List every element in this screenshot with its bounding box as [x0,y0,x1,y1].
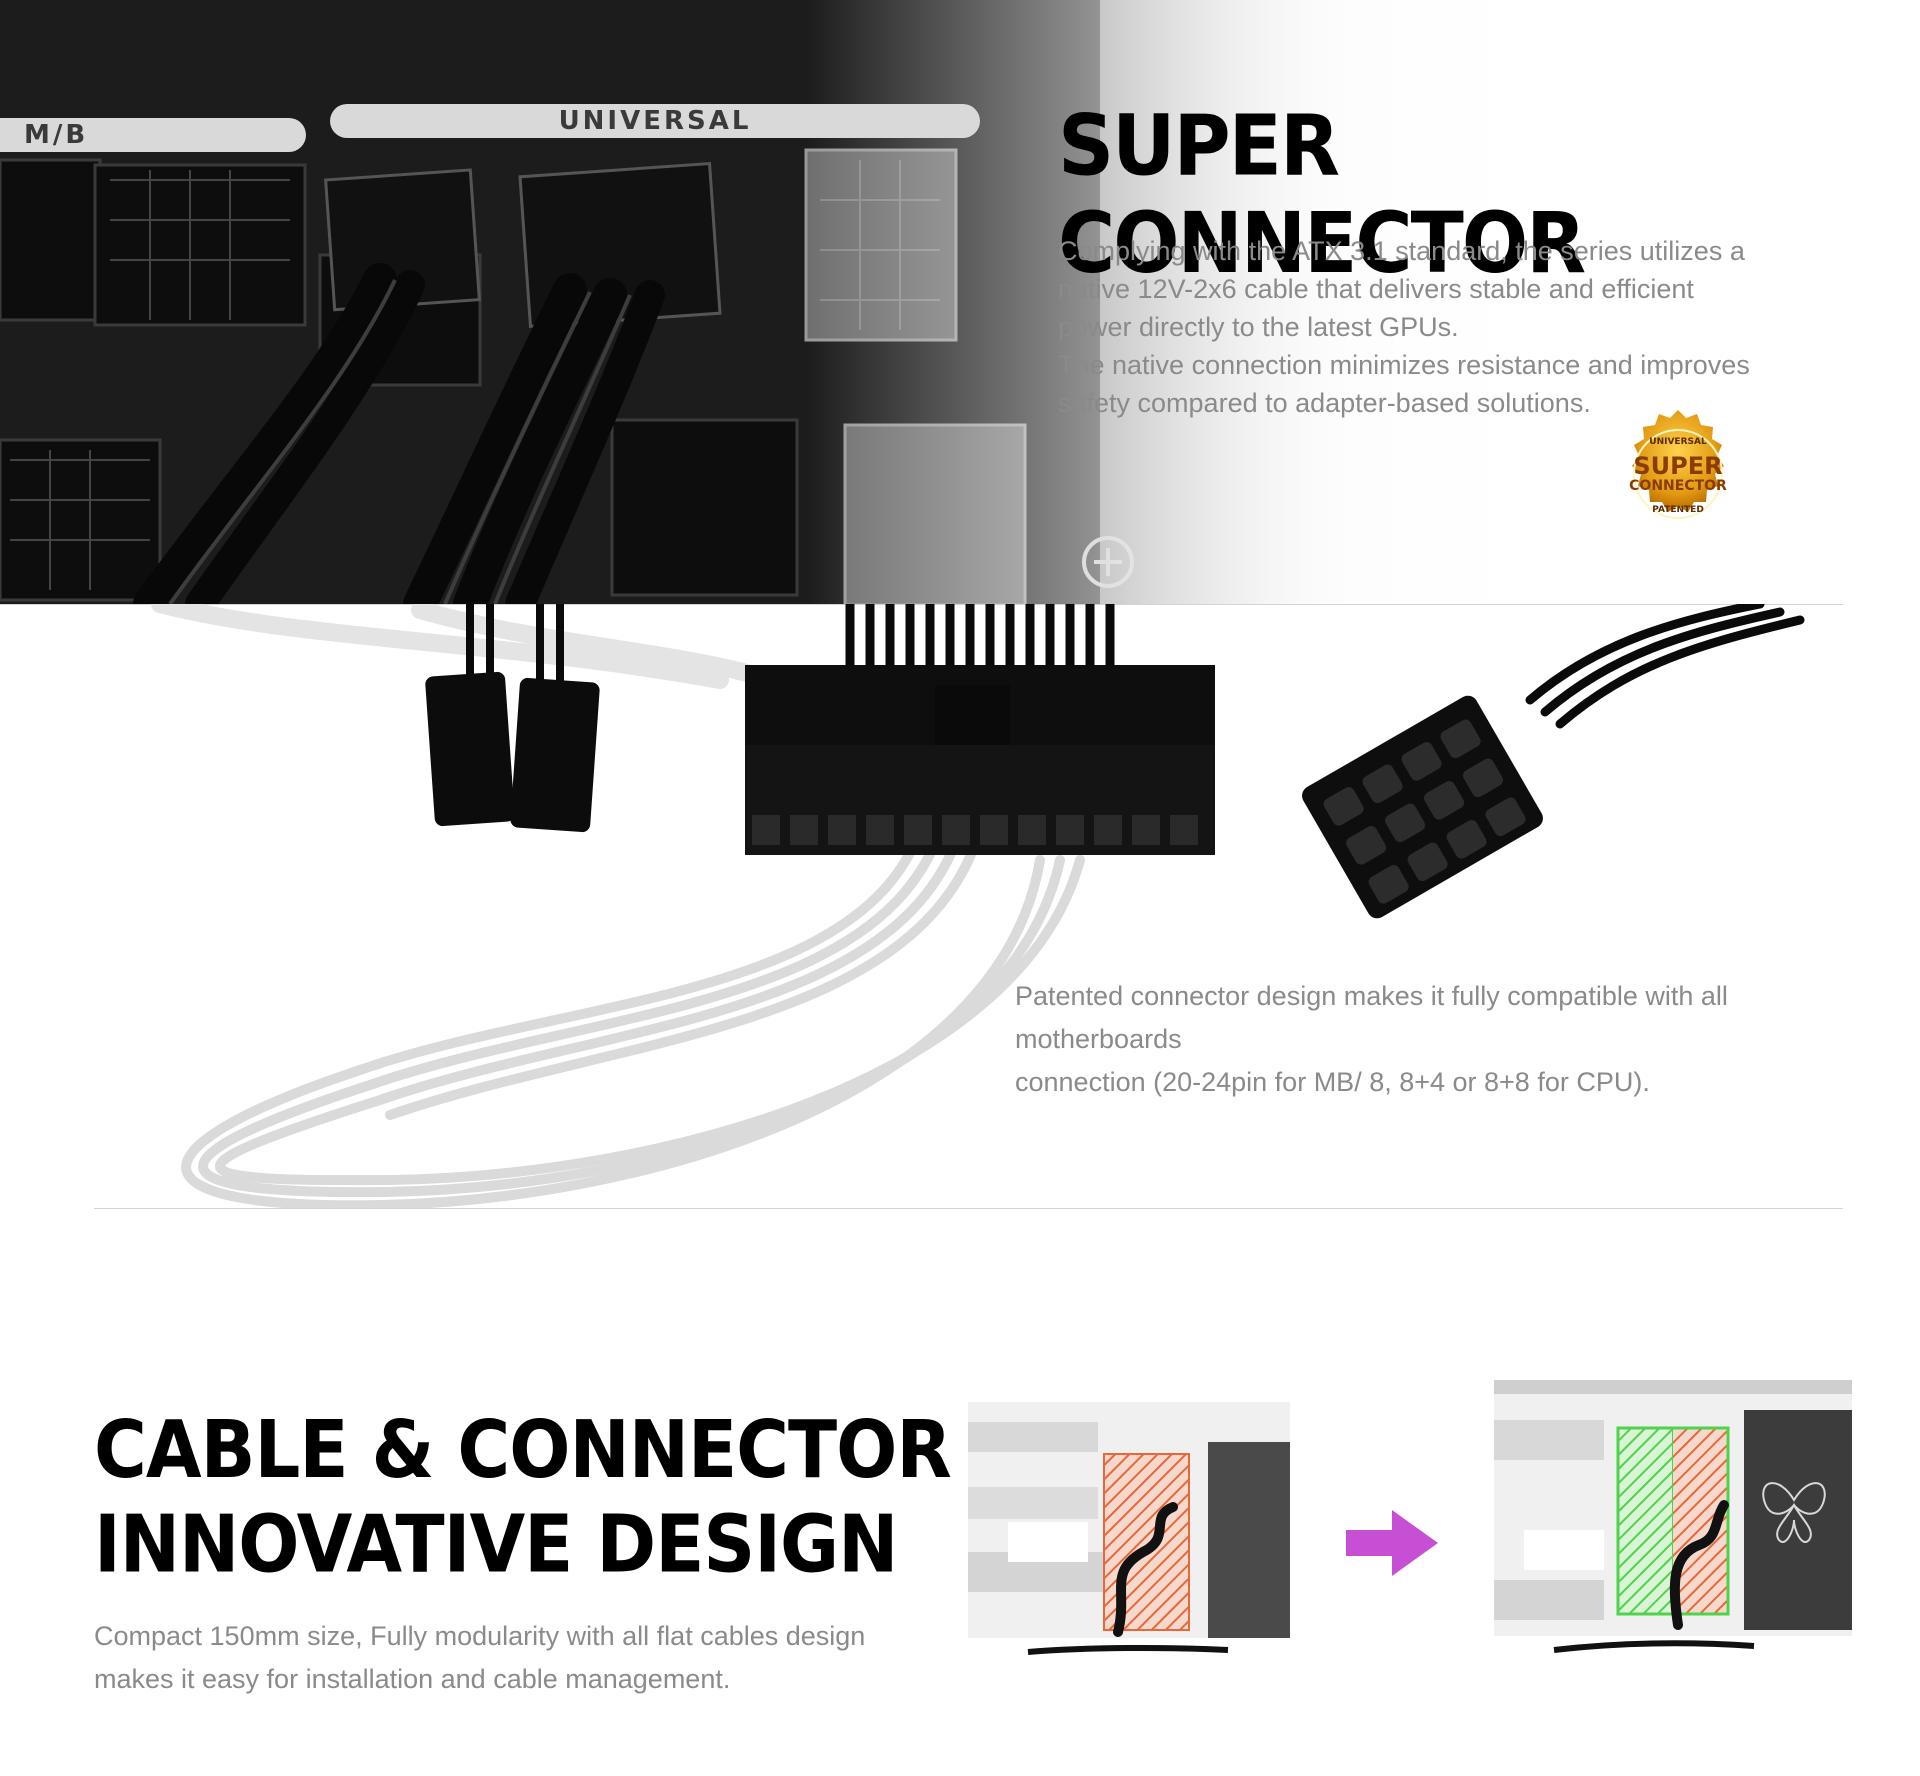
super-connector-description: Complying with the ATX 3.1 standard, the… [1058,236,1750,418]
cable-connectors-image [151,604,1805,1208]
cables-description: Patented connector design makes it fully… [1015,981,1728,1097]
before-installation-image [968,1402,1290,1664]
right-arrow-icon [1346,1510,1438,1576]
cable-design-description: Compact 150mm size, Fully modularity wit… [94,1621,866,1694]
badge-bottom-text: PATENTED [1652,505,1704,515]
butterfly-logo-icon [1762,1482,1826,1543]
patent-badge-icon: UNIVERSAL SUPER CONNECTOR PATENTED [1629,410,1727,519]
badge-top-text: UNIVERSAL [1649,437,1707,447]
section-divider-top [0,604,1843,605]
universal-port-label: UNIVERSAL [330,104,980,138]
mb-port-label: M/B [0,118,306,152]
hero-fade-overlay [0,0,1920,604]
badge-line2-text: CONNECTOR [1629,478,1727,494]
badge-line1-text: SUPER [1633,452,1722,480]
super-connector-hero: M/B UNIVERSAL SUPER CONNECTOR Complying … [0,0,1920,604]
cable-design-title: CABLE & CONNECTOR INNOVATIVE DESIGN [94,1403,952,1591]
after-installation-image [1494,1380,1852,1664]
super-connector-title: SUPER CONNECTOR [1058,98,1586,293]
section-divider-bottom [94,1208,1843,1209]
